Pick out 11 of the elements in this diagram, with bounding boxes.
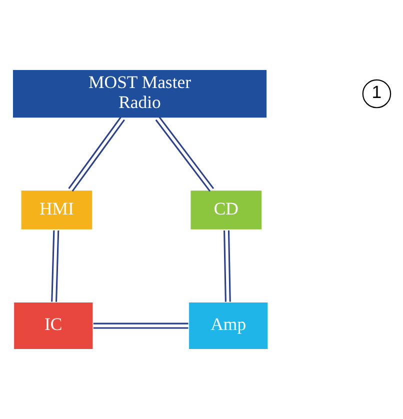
connector bbox=[68, 116, 125, 192]
connector bbox=[93, 322, 188, 329]
label: 1 bbox=[372, 82, 382, 102]
connector bbox=[155, 116, 214, 192]
connector bbox=[224, 230, 231, 302]
node-box: Amp bbox=[188, 301, 269, 350]
node-box: CD bbox=[190, 190, 263, 231]
node-box: MOST Master Radio bbox=[12, 68, 268, 119]
node-box: HMI bbox=[20, 190, 94, 231]
connector bbox=[51, 230, 60, 302]
node-box: IC bbox=[12, 301, 94, 350]
